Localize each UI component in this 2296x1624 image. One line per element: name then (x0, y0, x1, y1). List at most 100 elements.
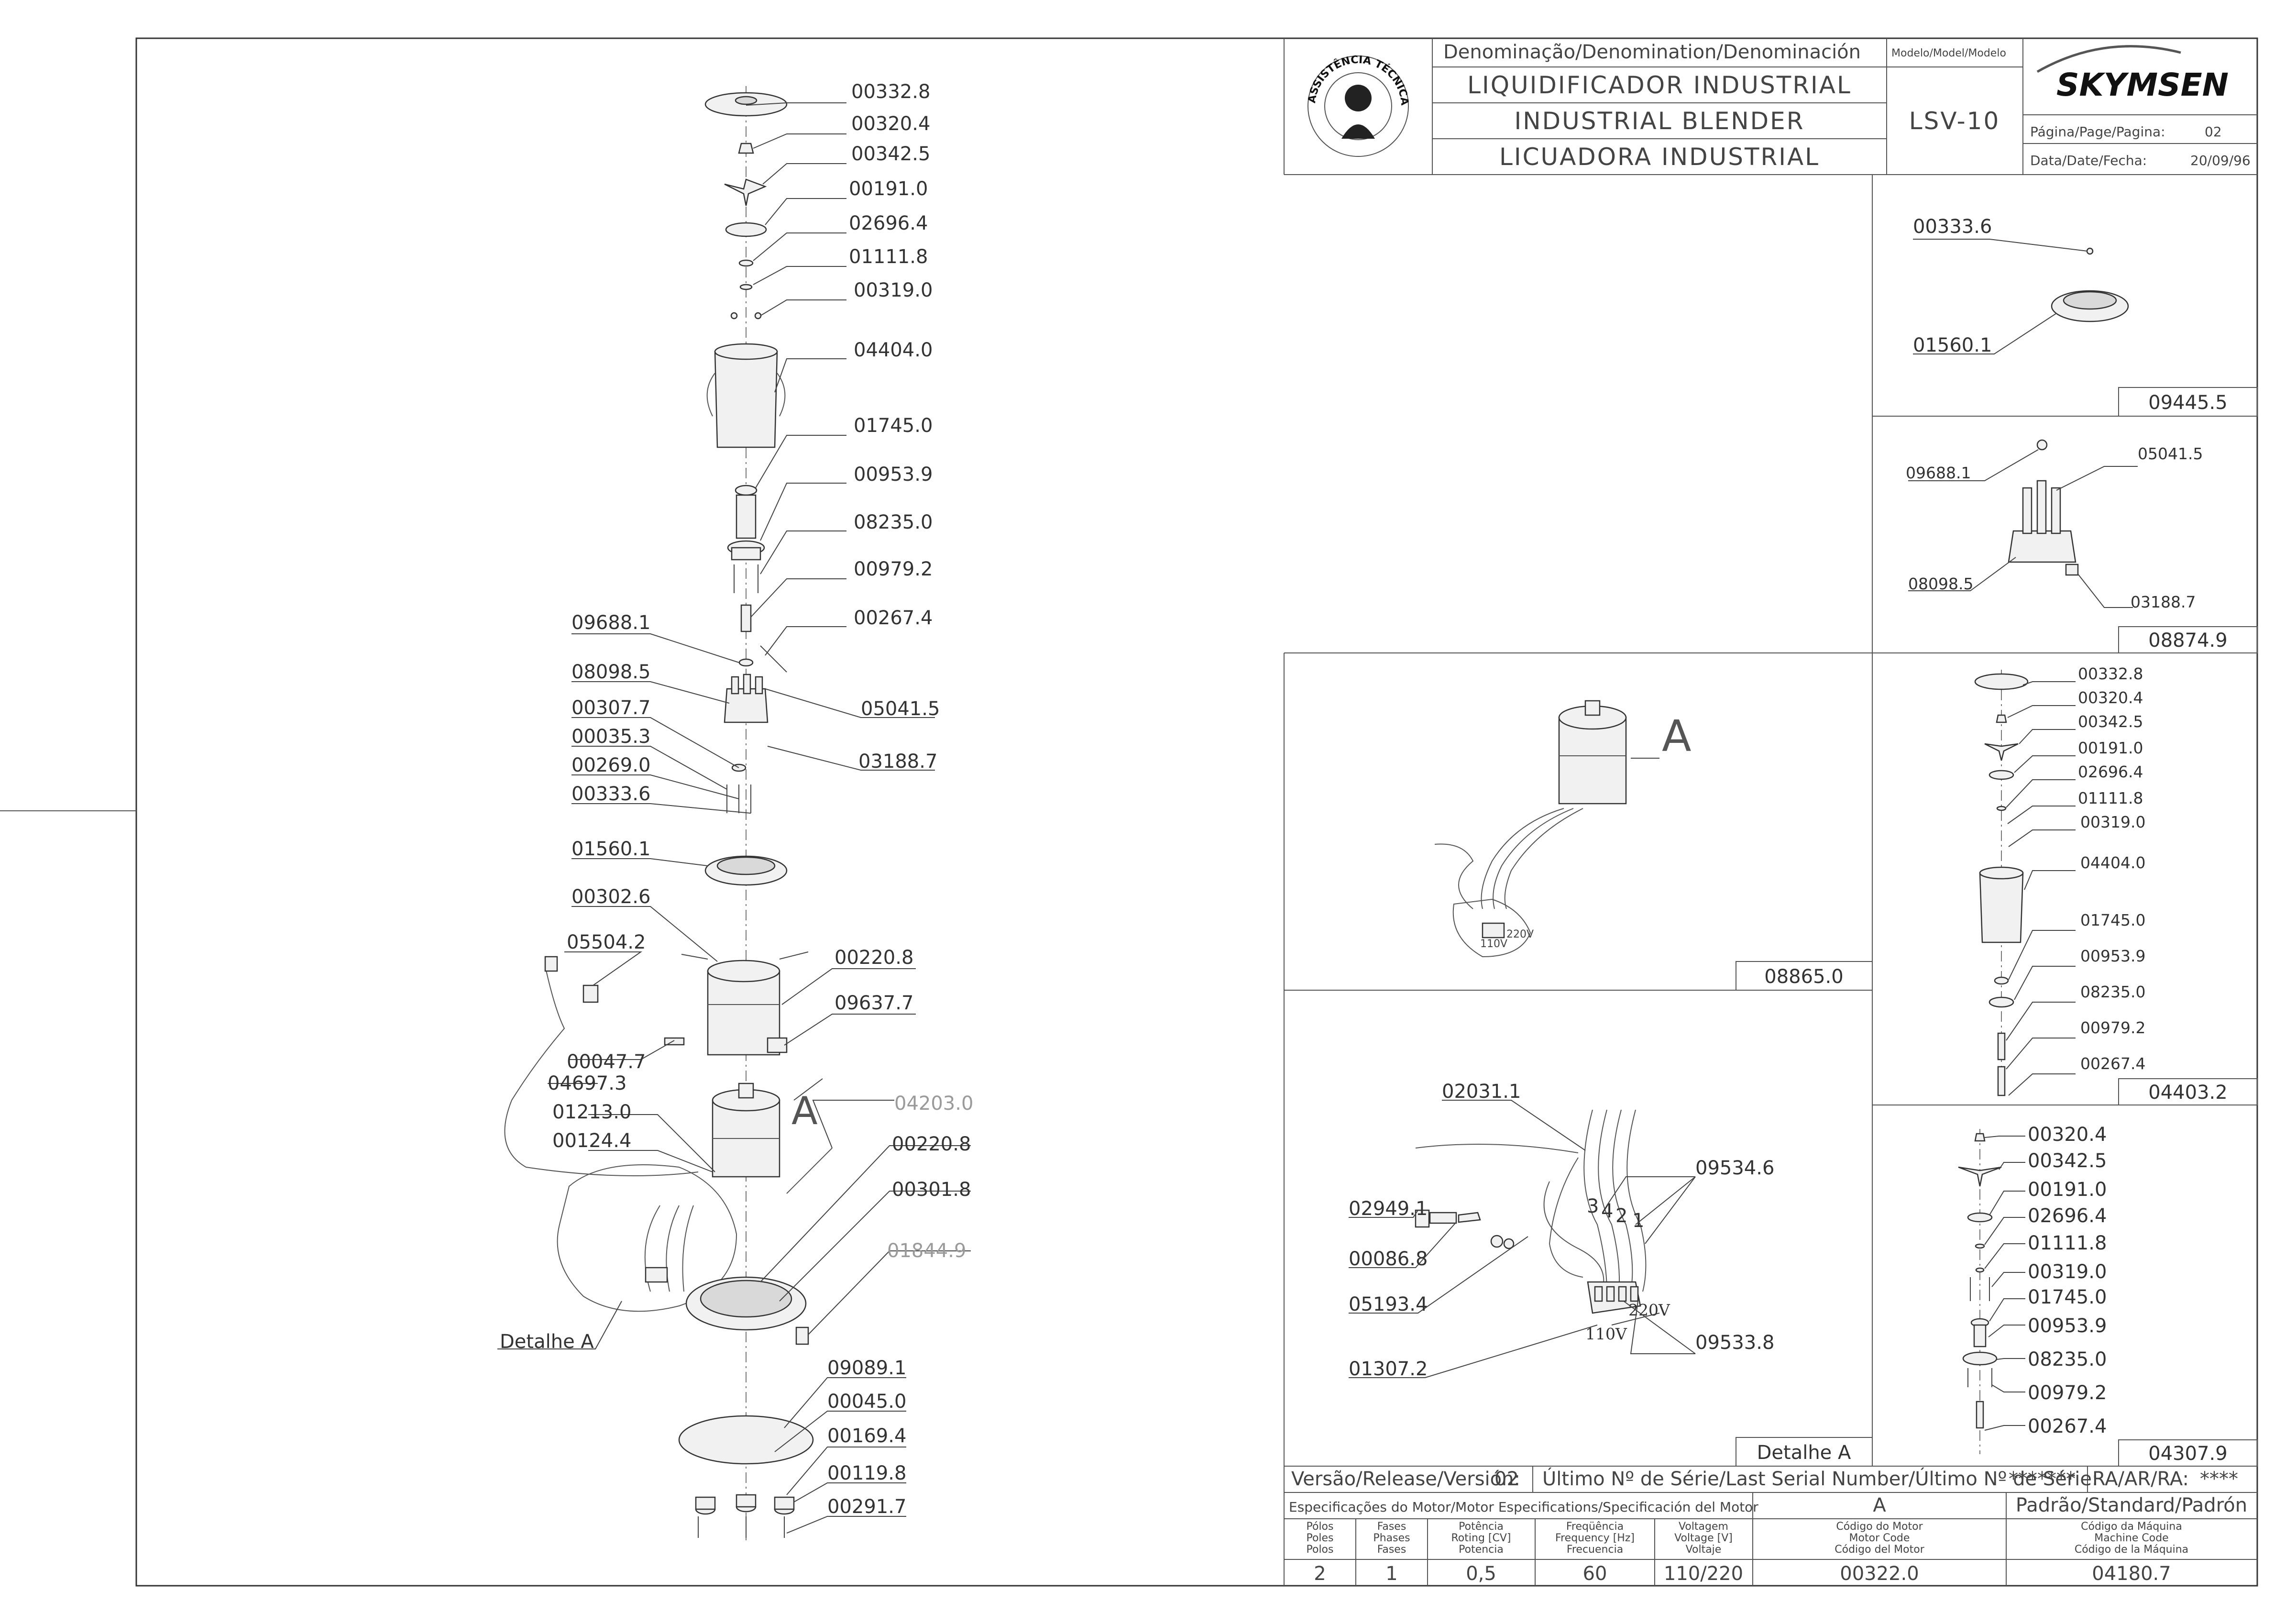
panel-code: Detalhe A (1757, 1442, 1851, 1464)
main-label: 01213.0 (552, 1101, 631, 1123)
title-block: ASSISTÊNCIA TÉCNICA AUTORIZADA Denominaç… (0, 0, 2257, 175)
main-label: 00035.3 (571, 726, 650, 748)
panel-label: 01560.1 (1913, 334, 1992, 356)
main-label: 09688.1 (571, 612, 650, 634)
wire-number: 1 (1632, 1210, 1644, 1232)
spec-col-voltage: Voltagem Voltage [V] Voltaje 110/220 (1664, 1521, 1743, 1585)
panel-label: 00267.4 (2028, 1415, 2107, 1437)
svg-text:Código de la Máquina: Código de la Máquina (2075, 1544, 2188, 1556)
main-label: 01745.0 (854, 415, 933, 437)
page-value: 02 (2205, 124, 2222, 140)
main-label: 00342.5 (851, 143, 930, 165)
panel-label: 00319.0 (2080, 813, 2145, 831)
svg-text:Phases: Phases (1373, 1532, 1410, 1544)
panel-label: 00320.4 (2078, 688, 2143, 707)
svg-text:Código da Máquina: Código da Máquina (2081, 1521, 2182, 1533)
release-row: Versão/Release/Versión: 02 Último Nº de … (1284, 1466, 2257, 1493)
main-label: 03188.7 (858, 751, 937, 773)
spec-col-machine-code: Código da Máquina Machine Code Código de… (2075, 1521, 2188, 1585)
main-label: 00307.7 (571, 697, 650, 719)
power-cord (504, 966, 699, 1176)
sheet-frame (135, 37, 2258, 1587)
coupling-housing (724, 688, 769, 723)
ra-value: **** (2200, 1468, 2238, 1490)
main-label: 00119.8 (827, 1462, 906, 1484)
panel-04403: 04403.2 00332.8 00320.4 00342.5 00191.0 … (1974, 664, 2258, 1105)
panel-label: 00319.0 (2028, 1261, 2107, 1283)
main-label: 09089.1 (827, 1357, 906, 1379)
panel-label: 05041.5 (2138, 444, 2203, 463)
main-label: 00319.0 (854, 279, 933, 301)
panel-label: 01745.0 (2080, 911, 2145, 929)
main-label: 04203.0 (894, 1093, 973, 1115)
main-label: 01560.1 (571, 838, 650, 860)
svg-text:Frequency [Hz]: Frequency [Hz] (1555, 1532, 1635, 1544)
panel-label: 00333.6 (1913, 216, 1992, 238)
serial-value: ******* (2009, 1468, 2076, 1490)
main-label: 00979.2 (854, 558, 933, 580)
panel-label: 01745.0 (2028, 1286, 2107, 1308)
spec-col-phases: Fases Phases Fases 1 (1373, 1521, 1410, 1585)
brand-logo-text: SKYMSEN (2056, 66, 2229, 103)
svg-text:Roting [CV]: Roting [CV] (1451, 1532, 1511, 1544)
main-label: 00045.0 (827, 1391, 906, 1413)
spec-col-power: Potência Roting [CV] Potencia 0,5 (1451, 1521, 1511, 1585)
panel-label: 01307.2 (1349, 1358, 1428, 1380)
main-label: 08098.5 (571, 661, 650, 683)
panel-code: 09445.5 (2148, 392, 2227, 414)
wire-number: 3 (1587, 1195, 1599, 1217)
main-label: 00169.4 (827, 1425, 906, 1447)
panel-label: 00191.0 (2028, 1179, 2107, 1201)
lid-cap (738, 143, 754, 154)
standard-header: Padrão/Standard/Padrón (2016, 1494, 2247, 1516)
svg-text:Poles: Poles (1306, 1532, 1333, 1544)
panel-code: 04403.2 (2148, 1082, 2227, 1104)
panel-label: 09688.1 (1906, 464, 1971, 482)
main-label: Detalhe A (500, 1331, 594, 1353)
svg-text:Código do Motor: Código do Motor (1836, 1521, 1923, 1533)
panel-label: 00086.8 (1349, 1248, 1428, 1270)
panel-label: 00332.8 (2078, 664, 2143, 683)
svg-text:Voltagem: Voltagem (1679, 1521, 1728, 1533)
panel-label: 09534.6 (1695, 1157, 1774, 1179)
svg-text:Voltaje: Voltaje (1686, 1544, 1722, 1556)
panel-08865: 08865.0 A 110V 220V (1434, 700, 1873, 991)
panel-label: 00267.4 (2080, 1054, 2145, 1073)
main-label: 00953.9 (854, 464, 933, 486)
main-label: 00220.8 (835, 947, 913, 969)
panel-label: 00191.0 (2078, 739, 2143, 757)
version-label: Versão/Release/Versión: (1291, 1468, 1520, 1490)
main-label: 05041.5 (861, 698, 940, 720)
page-label: Página/Page/Pagina: (2030, 124, 2165, 140)
panel-code: 04307.9 (2148, 1443, 2227, 1465)
svg-text:Polos: Polos (1307, 1544, 1334, 1556)
panel-label: 02949.1 (1349, 1198, 1428, 1220)
panel-label: 08098.5 (1908, 574, 1973, 593)
panel-08874: 08874.9 09688.1 05041.5 08098.5 03188.7 (1906, 439, 2258, 653)
main-label: 00320.4 (851, 113, 930, 135)
panel-label: 00320.4 (2028, 1124, 2107, 1146)
svg-text:ASSISTÊNCIA TÉCNICA AUTORIZADA: ASSISTÊNCIA TÉCNICA AUTORIZADA (0, 0, 1410, 106)
main-label: 00291.7 (827, 1496, 906, 1518)
main-label: 09637.7 (835, 992, 913, 1014)
ra-label: RA/AR/RA: (2092, 1468, 2189, 1490)
main-label: 00269.0 (571, 754, 650, 776)
svg-text:1: 1 (1385, 1563, 1397, 1585)
motor-spec-header: Especificações do Motor/Motor Especifica… (1289, 1499, 1758, 1515)
wire-number: 4 (1601, 1200, 1613, 1222)
panel-label: 00342.5 (2028, 1150, 2107, 1172)
main-label: 08235.0 (854, 511, 933, 533)
main-labels: 00332.8 00320.4 00342.5 00191.0 02696.4 … (500, 81, 973, 1518)
svg-text:0,5: 0,5 (1466, 1563, 1496, 1585)
voltage-label: 110V (1585, 1325, 1627, 1343)
detail-a-bubble (557, 1164, 737, 1312)
motor-col-a: A (1873, 1494, 1886, 1516)
panel-label: 00342.5 (2078, 712, 2143, 731)
main-label: 00191.0 (849, 178, 928, 200)
svg-text:Fases: Fases (1377, 1544, 1406, 1556)
panel-label: 01111.8 (2078, 789, 2143, 807)
model-header: Modelo/Model/Modelo (1891, 47, 2006, 59)
detail-letter: A (1662, 711, 1692, 762)
panel-label: 00953.9 (2028, 1315, 2107, 1337)
